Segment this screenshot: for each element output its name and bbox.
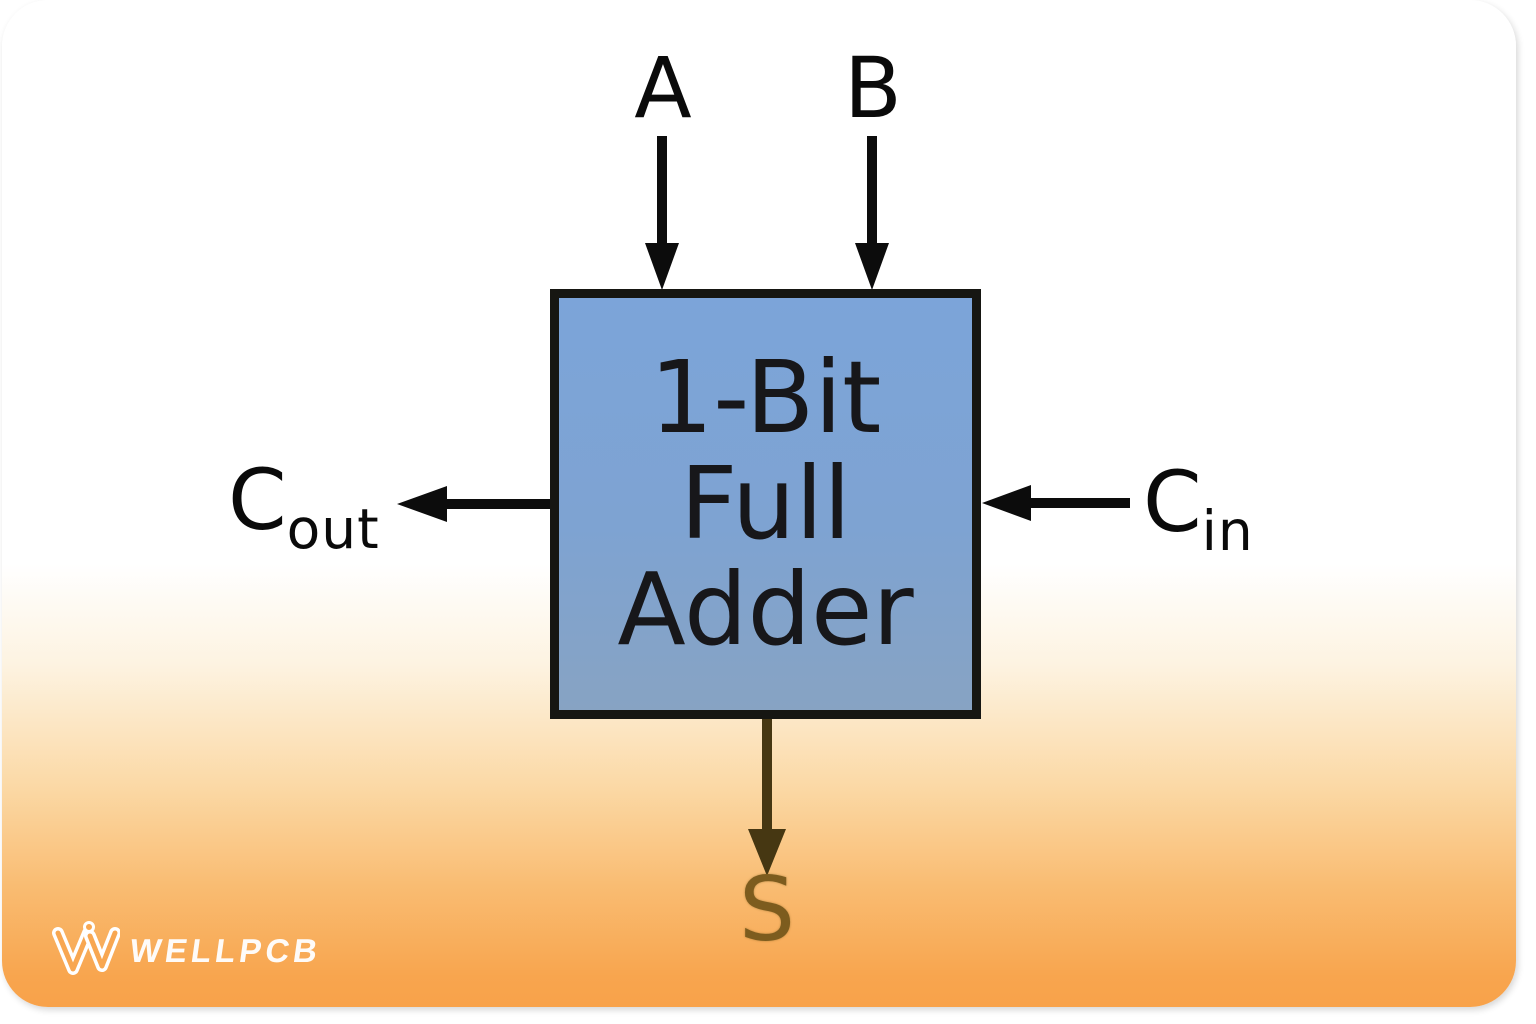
carry-out-label: Cout — [228, 458, 380, 557]
carry-out-arrow — [397, 486, 551, 522]
input-b-arrow — [855, 136, 889, 290]
carry-in-arrow — [982, 485, 1130, 521]
wellpcb-brand-text: WELLPCB — [127, 932, 324, 969]
wellpcb-watermark: WELLPCB — [46, 920, 324, 982]
block-label-line2: Full — [680, 445, 851, 562]
carry-in-label-base: C — [1143, 453, 1202, 551]
input-b-label: B — [844, 39, 902, 137]
sum-arrow — [748, 719, 786, 876]
carry-in-label-subscript: in — [1201, 499, 1254, 563]
input-a-label: A — [634, 39, 692, 137]
wellpcb-logo-icon — [52, 921, 120, 975]
carry-out-label-subscript: out — [286, 497, 380, 561]
carry-out-label-base: C — [228, 451, 287, 549]
carry-in-label: Cin — [1143, 460, 1254, 559]
block-label-line1: 1-Bit — [649, 339, 882, 456]
block-label-line3: Adder — [617, 551, 914, 668]
full-adder-block: 1-Bit Full Adder — [550, 289, 981, 719]
input-a-arrow — [645, 136, 679, 290]
sum-label: S — [739, 858, 795, 961]
